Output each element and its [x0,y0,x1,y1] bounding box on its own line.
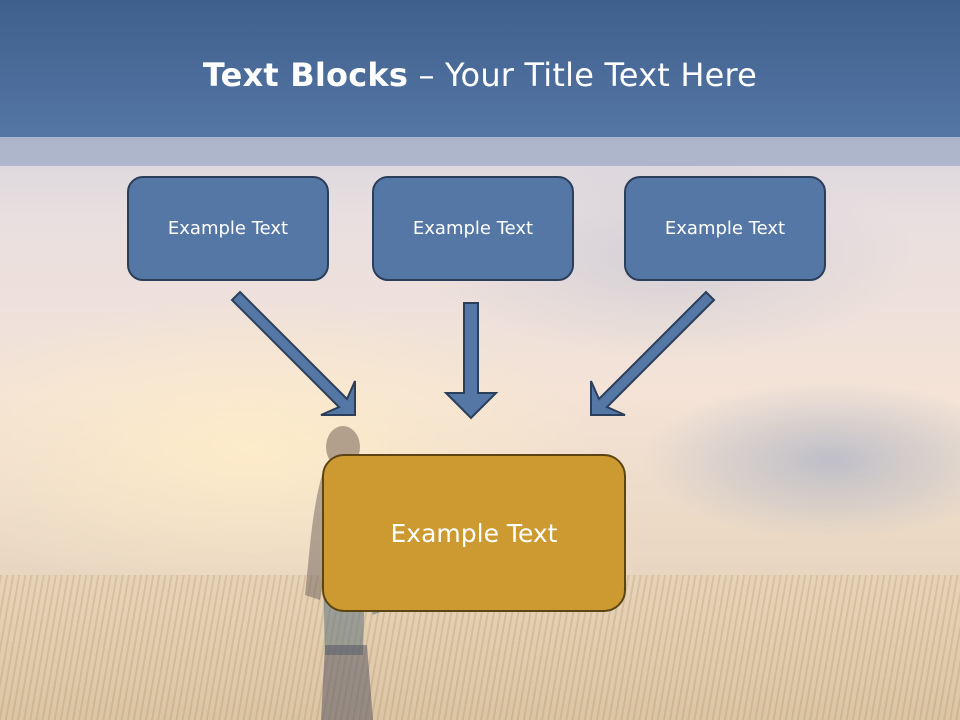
title-bold-part: Text Blocks [202,56,409,94]
text-block-2[interactable]: Example Text [372,176,574,281]
main-text-block[interactable]: Example Text [322,454,626,612]
text-block-1[interactable]: Example Text [127,176,329,281]
page-title: Text Blocks – Your Title Text Here [0,52,960,98]
text-block-label: Example Text [412,218,534,239]
text-block-3[interactable]: Example Text [624,176,826,281]
title-bar [0,0,960,137]
arrow-down-right [230,290,356,416]
title-rest: – Your Title Text Here [408,56,758,94]
text-block-label: Example Text [664,218,786,239]
main-text-block-label: Example Text [390,518,558,548]
cloud [640,380,960,540]
text-block-label: Example Text [167,218,289,239]
arrow-down [443,302,499,420]
title-bar-strip [0,137,960,166]
arrow-down-left [590,290,716,416]
